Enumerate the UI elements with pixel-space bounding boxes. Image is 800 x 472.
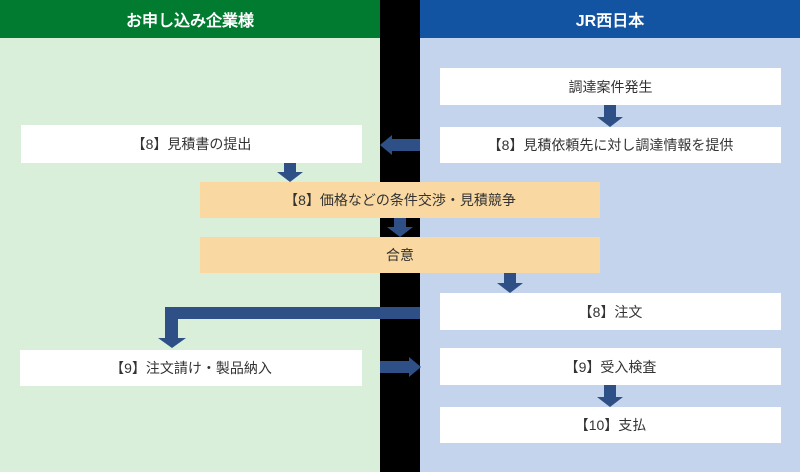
box-submit-quote: 【8】見積書の提出	[21, 125, 362, 163]
box-payment: 【10】支払	[440, 407, 781, 443]
jrwest-column-header: JR西日本	[420, 0, 800, 38]
box-provide-info: 【8】見積依頼先に対し調達情報を提供	[440, 127, 781, 163]
company-column-header: お申し込み企業様	[0, 0, 380, 38]
box-negotiation: 【8】価格などの条件交渉・見積競争	[200, 182, 600, 218]
box-inspection: 【9】受入検査	[440, 348, 781, 385]
box-procurement-case: 調達案件発生	[440, 68, 781, 105]
box-order: 【8】注文	[440, 293, 781, 330]
box-agreement: 合意	[200, 237, 600, 273]
box-order-accept-delivery: 【9】注文請け・製品納入	[20, 350, 362, 386]
